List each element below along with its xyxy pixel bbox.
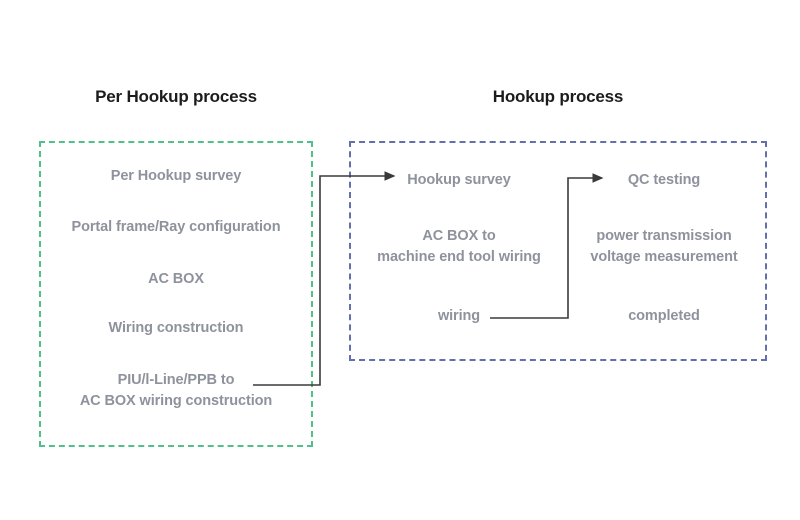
step-wiring: wiring — [437, 308, 481, 324]
step-hookup-survey: Hookup survey — [407, 172, 511, 188]
step-ac-box-to-machine-end-tool-wiring: AC BOX to machine end tool wiring — [377, 228, 541, 265]
step-power-transmission-voltage-measurement: power transmission voltage measurement — [590, 228, 738, 265]
step-wiring-construction: Wiring construction — [108, 320, 244, 336]
step-completed: completed — [628, 308, 700, 324]
section-title-per-hookup-process: Per Hookup process — [95, 87, 257, 106]
step-per-hookup-survey: Per Hookup survey — [110, 168, 242, 184]
step-piu-line-ppb-to-ac-box-wiring-construction: PIU/l-Line/PPB to AC BOX wiring construc… — [79, 372, 273, 409]
section-title-hookup-process: Hookup process — [492, 87, 624, 106]
step-qc-testing: QC testing — [627, 172, 701, 188]
step-ac-box: AC BOX — [148, 271, 204, 287]
step-portal-frame-ray-configuration: Portal frame/Ray configuration — [71, 219, 281, 235]
